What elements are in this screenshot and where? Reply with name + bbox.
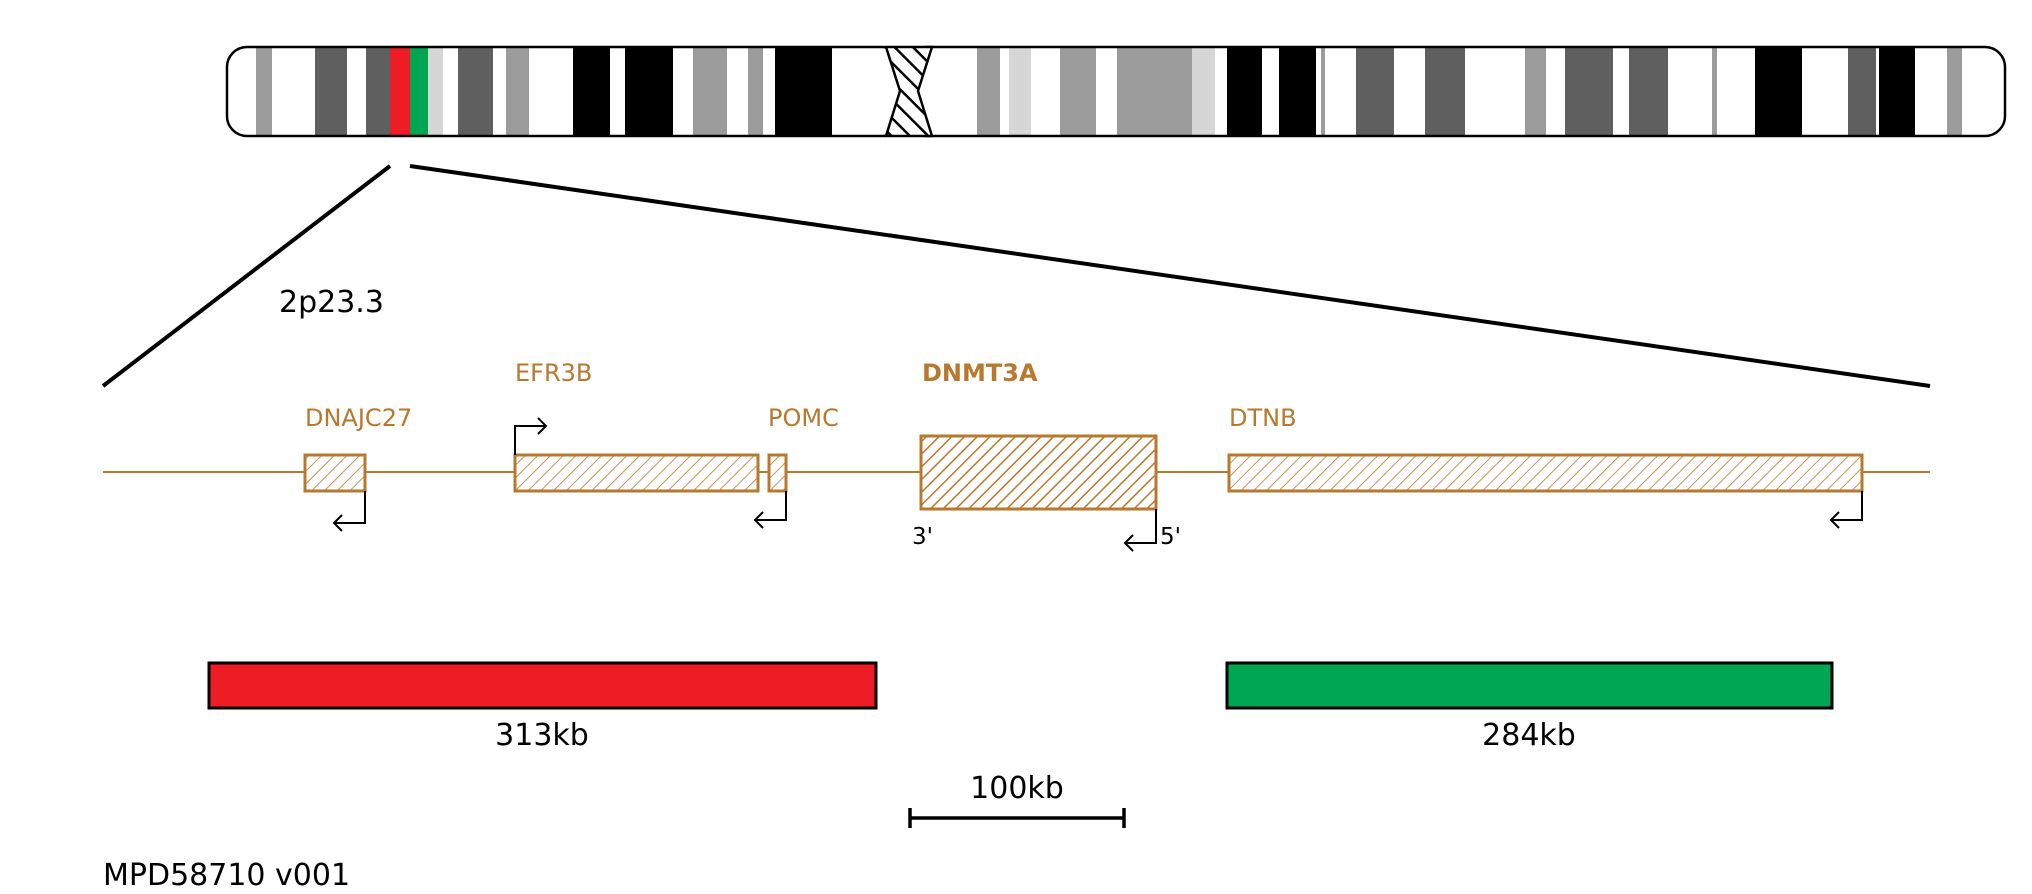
chromosome-band bbox=[1802, 47, 1848, 136]
centromere bbox=[884, 45, 934, 138]
chromosome-band bbox=[458, 47, 493, 136]
gene-dtnb bbox=[1227, 453, 1864, 493]
chromosome-band bbox=[390, 47, 410, 136]
tss-arrow-dtnb bbox=[1829, 491, 1863, 529]
chromosome-band bbox=[1321, 47, 1325, 136]
chromosome-ideogram bbox=[225, 45, 2007, 138]
chromosome-band bbox=[1425, 47, 1465, 136]
dnmt3a-5-prime-label: 5' bbox=[1160, 524, 1181, 550]
chromosome-band bbox=[529, 47, 573, 136]
gene-track: DNAJC27 EFR3B POMC DNMT3A 3' 5' bbox=[103, 359, 1930, 552]
chromosome-band bbox=[1262, 47, 1279, 136]
gene-efr3b bbox=[513, 453, 760, 493]
chromosome-band bbox=[1325, 47, 1356, 136]
chromosome-band bbox=[506, 47, 529, 136]
chromosome-band bbox=[315, 47, 347, 136]
chromosome-band bbox=[256, 47, 272, 136]
scale-bar-label: 100kb bbox=[970, 771, 1064, 806]
chromosome-band bbox=[673, 47, 693, 136]
chromosome-band bbox=[1613, 47, 1629, 136]
chromosome-band bbox=[1316, 47, 1321, 136]
chromosome-band bbox=[1215, 47, 1227, 136]
chromosome-band bbox=[1000, 47, 1009, 136]
gene-dnajc27 bbox=[303, 453, 367, 493]
chromosome-band bbox=[410, 47, 428, 136]
chromosome-band bbox=[1947, 47, 1962, 136]
chromosome-band bbox=[1465, 47, 1525, 136]
chromosome-band bbox=[1192, 47, 1215, 136]
chromosome-band bbox=[748, 47, 763, 136]
segment-bar-284kb bbox=[1225, 661, 1834, 710]
chromosome-band bbox=[1096, 47, 1117, 136]
gene-dnmt3a bbox=[919, 434, 1158, 511]
chromosome-band bbox=[493, 47, 506, 136]
chromosome-band bbox=[347, 47, 366, 136]
segment-label-284kb: 284kb bbox=[1482, 718, 1576, 753]
segment-red: 313kb bbox=[207, 661, 878, 753]
chromosome-band bbox=[1546, 47, 1565, 136]
tss-arrow-dnajc27 bbox=[332, 491, 366, 532]
tss-arrow-efr3b bbox=[514, 417, 548, 455]
chromosome-band bbox=[1031, 47, 1060, 136]
chromosome-p-arm bbox=[227, 47, 902, 136]
chromosome-band bbox=[610, 47, 625, 136]
tss-arrow-dnmt3a bbox=[1123, 509, 1157, 552]
chromosome-band bbox=[1394, 47, 1425, 136]
tss-arrow-pomc bbox=[753, 491, 787, 529]
footer-id: MPD58710 v001 bbox=[103, 858, 350, 889]
chromosome-band bbox=[1848, 47, 1876, 136]
chromosome-band bbox=[977, 47, 1000, 136]
chromosome-band bbox=[727, 47, 748, 136]
chromosome-band bbox=[1717, 47, 1722, 136]
gene-label-dnajc27: DNAJC27 bbox=[305, 404, 412, 432]
segment-bar-313kb bbox=[207, 661, 878, 710]
chromosome-band bbox=[1915, 47, 1947, 136]
chromosome-band bbox=[1356, 47, 1394, 136]
chromosome-band bbox=[272, 47, 315, 136]
gene-pomc bbox=[767, 453, 788, 493]
chromosome-band bbox=[1060, 47, 1096, 136]
zoom-line-right bbox=[409, 164, 1931, 388]
gene-label-dtnb: DTNB bbox=[1229, 404, 1297, 432]
chromosome-band bbox=[1009, 47, 1031, 136]
chromosome-band bbox=[1755, 47, 1802, 136]
chromosome-band bbox=[763, 47, 775, 136]
chromosome-band bbox=[1227, 47, 1262, 136]
scale-bar: 100kb bbox=[908, 771, 1126, 828]
region-label: 2p23.3 bbox=[279, 285, 384, 320]
chromosome-band bbox=[1279, 47, 1316, 136]
chromosome-band bbox=[625, 47, 673, 136]
dnmt3a-3-prime-label: 3' bbox=[912, 524, 933, 550]
chromosome-band bbox=[366, 47, 390, 136]
chromosome-band bbox=[1962, 47, 2005, 136]
chromosome-band bbox=[1565, 47, 1613, 136]
gene-label-pomc: POMC bbox=[768, 404, 839, 432]
gene-label-dnmt3a: DNMT3A bbox=[922, 359, 1038, 387]
chromosome-band bbox=[693, 47, 727, 136]
segment-green: 284kb bbox=[1225, 661, 1834, 753]
chromosome-band bbox=[1712, 47, 1717, 136]
chromosome-band bbox=[775, 47, 832, 136]
chromosome-band bbox=[1525, 47, 1546, 136]
chromosome-band bbox=[227, 47, 256, 136]
zoom-line-left bbox=[101, 164, 392, 388]
gene-label-efr3b: EFR3B bbox=[515, 359, 592, 387]
segment-label-313kb: 313kb bbox=[495, 718, 589, 753]
chromosome-band bbox=[573, 47, 610, 136]
chromosome-band bbox=[1117, 47, 1192, 136]
chromosome-band bbox=[428, 47, 443, 136]
chromosome-band bbox=[1876, 47, 1879, 136]
chromosome-band bbox=[1722, 47, 1755, 136]
chromosome-q-arm bbox=[907, 47, 2005, 136]
chromosome-band bbox=[443, 47, 458, 136]
chromosome-band bbox=[1668, 47, 1712, 136]
chromosome-band bbox=[1629, 47, 1668, 136]
chromosome-band bbox=[1879, 47, 1915, 136]
